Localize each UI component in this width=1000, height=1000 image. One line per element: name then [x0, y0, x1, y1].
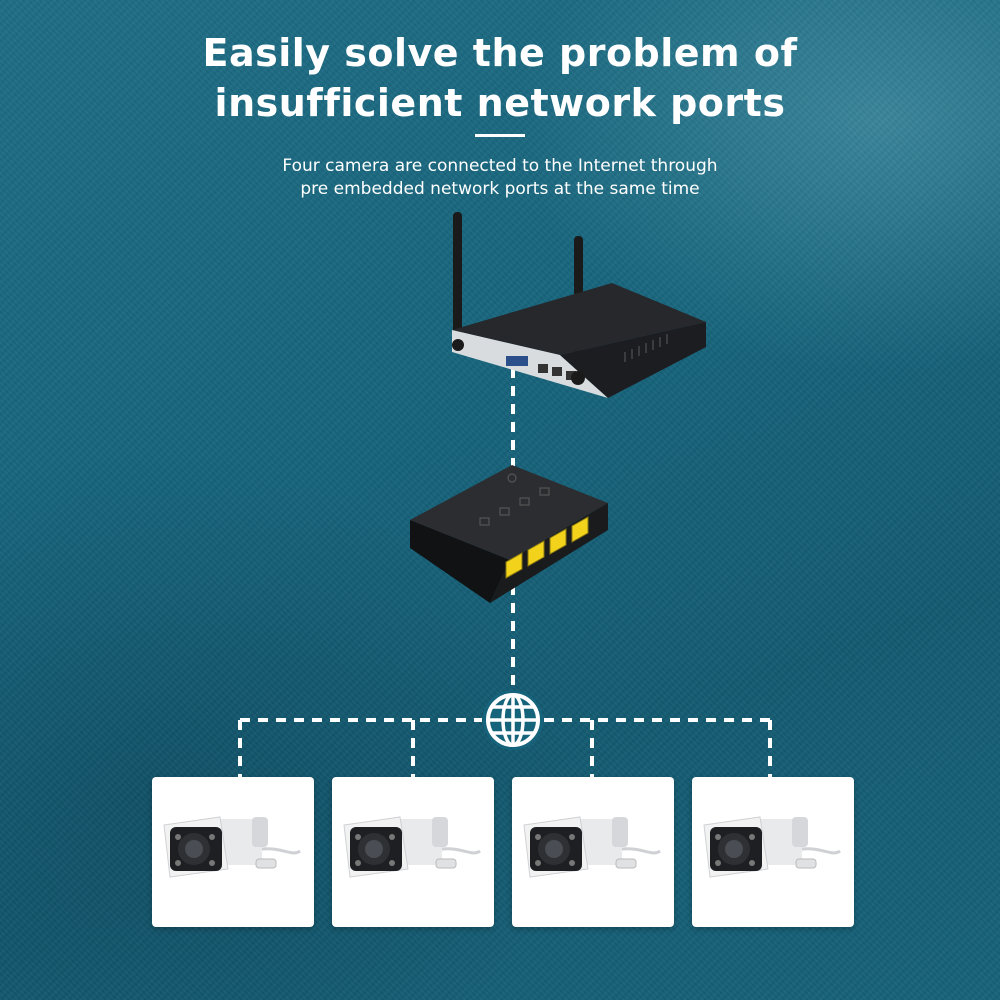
dashed-connectors	[238, 368, 772, 778]
camera-card-1	[152, 777, 314, 927]
subtitle-line-1: Four camera are connected to the Interne…	[282, 156, 718, 176]
bullet-camera-icon	[163, 816, 301, 878]
bullet-camera-icon	[523, 816, 661, 878]
title-divider	[475, 134, 525, 137]
camera-card-2	[332, 777, 494, 927]
subtitle: Four camera are connected to the Interne…	[0, 155, 1000, 201]
title-line-2: insufficient network ports	[214, 81, 786, 125]
bullet-camera-icon	[343, 816, 481, 878]
title-line-1: Easily solve the problem of	[202, 31, 798, 75]
subtitle-line-2: pre embedded network ports at the same t…	[300, 179, 700, 199]
bullet-camera-icon	[703, 816, 841, 878]
camera-card-4	[692, 777, 854, 927]
globe-icon	[483, 690, 543, 750]
camera-card-3	[512, 777, 674, 927]
poe-splitter-icon	[410, 465, 608, 603]
nvr-recorder-icon	[452, 212, 706, 398]
page-title: Easily solve the problem of insufficient…	[0, 28, 1000, 128]
